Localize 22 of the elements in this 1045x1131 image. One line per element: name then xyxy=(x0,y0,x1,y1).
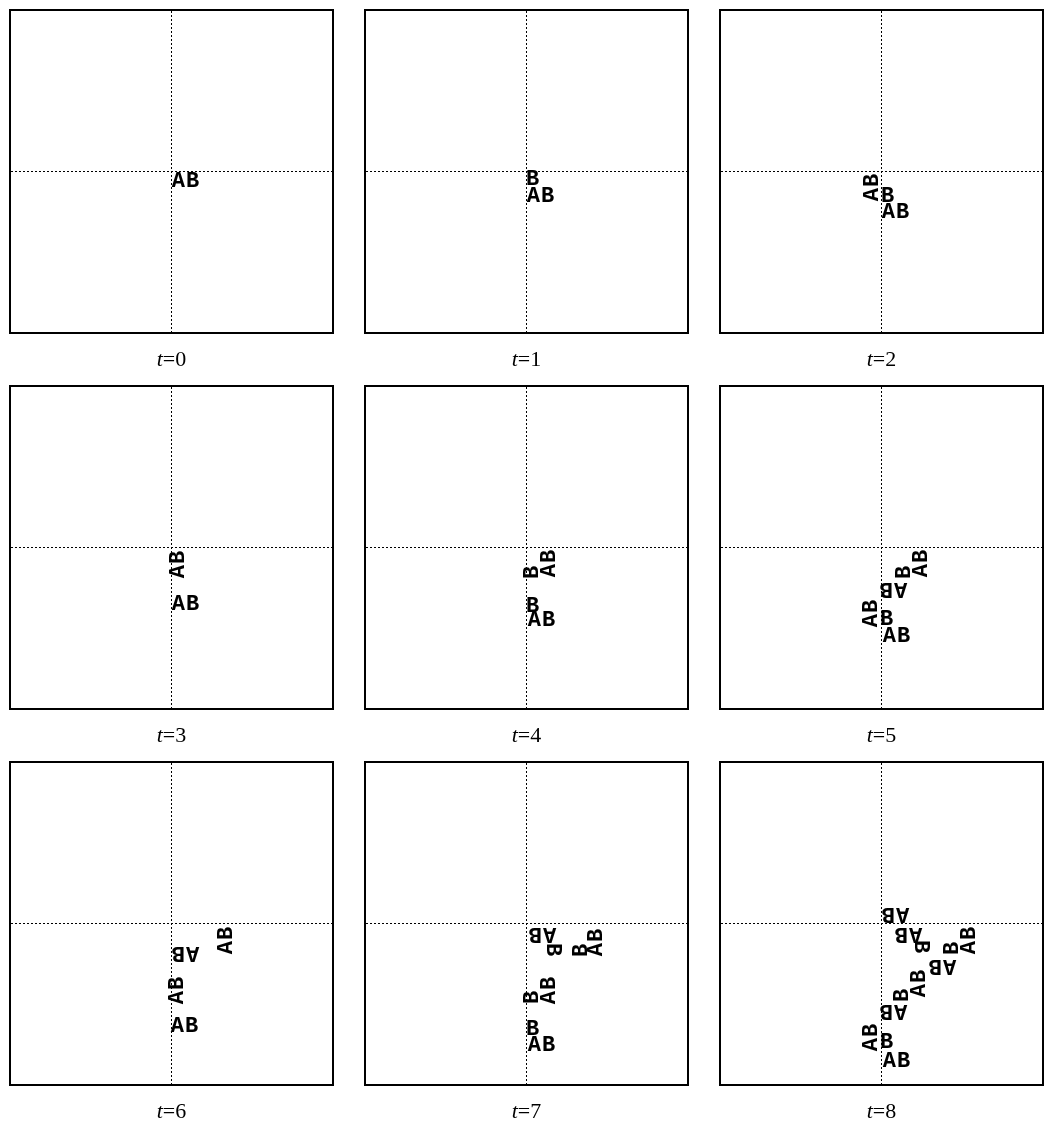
letter-label: AB xyxy=(927,954,957,976)
letter-label: AB xyxy=(880,902,910,924)
letter-label: AB xyxy=(170,1016,200,1038)
time-caption: t=3 xyxy=(155,722,188,748)
letter-label: AB xyxy=(170,941,200,963)
time-caption: t=5 xyxy=(865,722,898,748)
letter-label: B xyxy=(541,942,563,958)
letter-label: AB xyxy=(527,922,557,944)
time-caption: t=8 xyxy=(865,1098,898,1124)
letter-label: AB xyxy=(171,171,201,193)
time-caption: t=2 xyxy=(865,346,898,372)
letter-label: AB xyxy=(168,549,190,579)
time-caption: t=7 xyxy=(510,1098,543,1124)
letter-label: AB xyxy=(216,925,238,955)
time-caption: t=4 xyxy=(510,722,543,748)
time-caption: t=0 xyxy=(155,346,188,372)
letter-label: AB xyxy=(882,1051,912,1073)
letter-label: AB xyxy=(171,594,201,616)
letter-label: AB xyxy=(878,577,908,599)
time-caption: t=6 xyxy=(155,1098,188,1124)
time-caption: t=1 xyxy=(510,346,543,372)
letter-label: AB xyxy=(167,975,189,1005)
